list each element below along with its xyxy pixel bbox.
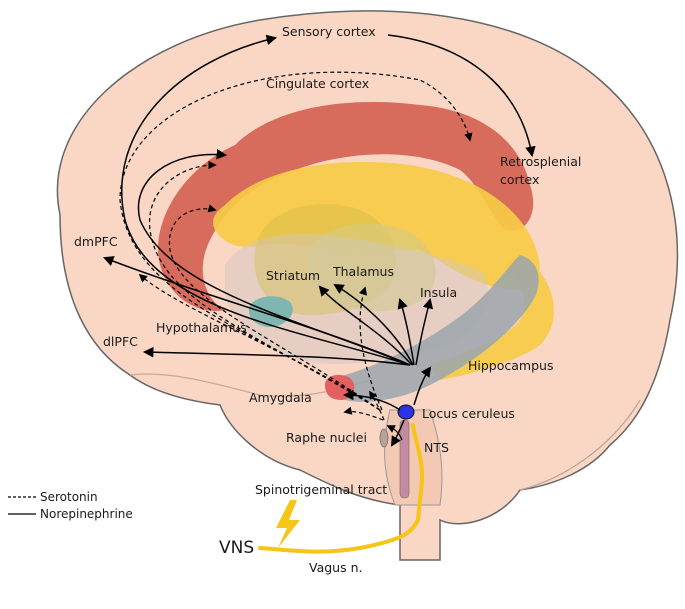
lightning-icon bbox=[276, 500, 300, 548]
ne-to-sensory-cortex bbox=[121, 34, 411, 366]
ne-to-striatum bbox=[318, 285, 413, 366]
hippocampus bbox=[333, 255, 539, 402]
label-dlpfc: dlPFC bbox=[103, 334, 138, 349]
label-retrosplenial-cortex: cortex bbox=[500, 172, 539, 187]
label-dmpfc: dmPFC bbox=[74, 234, 118, 249]
label-locus-ceruleus: Locus ceruleus bbox=[422, 406, 515, 421]
ne-to-hippocampus bbox=[413, 366, 432, 406]
ne-to-insula-b bbox=[415, 297, 434, 366]
locus-ceruleus bbox=[397, 404, 415, 420]
label-vns: VNS bbox=[219, 538, 254, 558]
legend-serotonin-label: Serotonin bbox=[40, 490, 98, 504]
5ht-to-dmpfc bbox=[138, 273, 381, 411]
5ht-to-amygdala bbox=[343, 406, 384, 421]
label-spinotrigeminal-tract: Spinotrigeminal tract bbox=[255, 482, 387, 497]
ne-to-insula-a bbox=[397, 298, 415, 366]
5ht-to-cingulate-b bbox=[168, 204, 381, 411]
label-vagus-nerve: Vagus n. bbox=[309, 560, 362, 575]
ne-sensory-to-retrosplenial bbox=[387, 34, 536, 158]
label-insula: Insula bbox=[420, 285, 457, 300]
ne-to-dmpfc bbox=[103, 256, 411, 366]
raphe-nuclei bbox=[379, 428, 389, 448]
label-hypothalamus: Hypothalamus bbox=[156, 320, 247, 335]
5ht-to-retrosplenial bbox=[119, 71, 473, 411]
label-sensory-cortex: Sensory cortex bbox=[282, 24, 376, 39]
ne-nts-to-lc bbox=[390, 419, 405, 447]
legend-norepinephrine-label: Norepinephrine bbox=[40, 507, 133, 521]
label-raphe-nuclei: Raphe nuclei bbox=[286, 430, 367, 445]
hypothalamus bbox=[248, 296, 293, 328]
label-cingulate-cortex: Cingulate cortex bbox=[266, 76, 369, 91]
serotonin-paths bbox=[119, 71, 473, 421]
label-amygdala: Amygdala bbox=[249, 390, 312, 405]
label-retrosplenial: Retrosplenial bbox=[500, 154, 581, 169]
label-hippocampus: Hippocampus bbox=[468, 358, 553, 373]
nts-arrow bbox=[386, 425, 403, 441]
label-nts: NTS bbox=[424, 440, 449, 455]
5ht-to-hippocampus bbox=[369, 390, 385, 421]
cerebellum bbox=[519, 399, 641, 491]
cingulate-cortex bbox=[158, 101, 534, 311]
label-striatum: Striatum bbox=[266, 268, 320, 283]
legend: Serotonin Norepinephrine bbox=[8, 490, 133, 521]
vagus-nerve bbox=[258, 423, 425, 554]
nts-column bbox=[399, 419, 410, 499]
ne-to-thalamus bbox=[333, 283, 414, 366]
label-thalamus: Thalamus bbox=[332, 264, 394, 279]
